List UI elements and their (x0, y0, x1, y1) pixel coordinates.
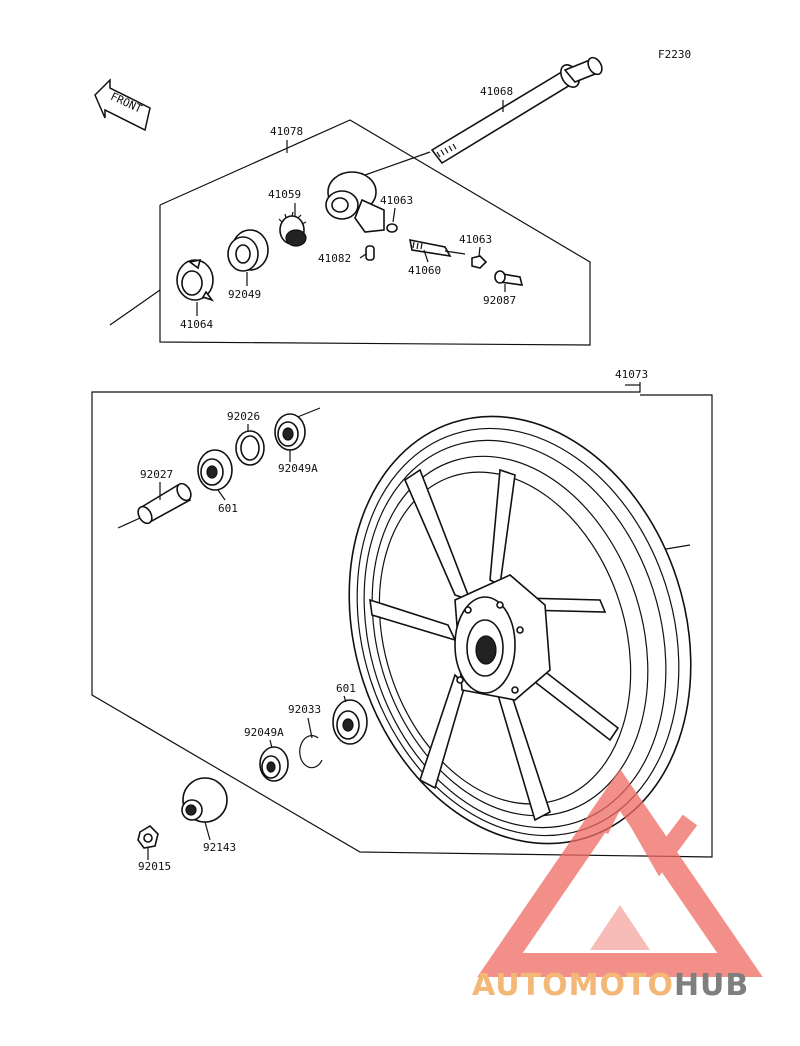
ring-92026 (235, 430, 265, 466)
label-41059: 41059 (268, 188, 301, 201)
washer-41063a (386, 223, 398, 233)
axle-part (430, 56, 603, 165)
bearing-601-bottom (332, 699, 368, 745)
drive-gear-41059 (278, 211, 307, 247)
label-601-bottom: 601 (336, 682, 356, 695)
seal-92049A-bottom (259, 746, 289, 782)
spacer-92027 (137, 482, 192, 525)
nut-92015 (137, 824, 159, 849)
label-41064: 41064 (180, 318, 213, 331)
automotohub-logo: AUTOMOTOHUB (472, 768, 763, 1003)
seal-92049A-top (274, 413, 306, 451)
label-92027: 92027 (140, 468, 173, 481)
label-41063-b: 41063 (459, 233, 492, 246)
wheel-hub (454, 574, 551, 701)
oil-seal-92049 (227, 229, 269, 272)
bearing-601-top (197, 449, 233, 491)
label-601-top: 601 (218, 502, 238, 515)
upper-group-frame (109, 119, 591, 346)
pin-41082 (365, 245, 375, 261)
label-41068: 41068 (480, 85, 513, 98)
lower-leader-lines (147, 424, 347, 860)
label-92026: 92026 (227, 410, 260, 423)
label-92033: 92033 (288, 703, 321, 716)
bushing-92087 (494, 270, 524, 286)
label-92143: 92143 (203, 841, 236, 854)
pinion-41060 (408, 238, 466, 258)
label-92049: 92049 (228, 288, 261, 301)
figure-code: F2230 (658, 48, 691, 61)
circlip-92033 (299, 735, 323, 769)
label-92015: 92015 (138, 860, 171, 873)
label-92049A-top: 92049A (278, 462, 318, 475)
label-41082: 41082 (318, 252, 351, 265)
logo-text-hub: HUB (674, 968, 749, 1003)
label-41060: 41060 (408, 264, 441, 277)
logo-text-automoto: AUTOMOTO (472, 968, 674, 1003)
label-41063-a: 41063 (380, 194, 413, 207)
washer-41063b (471, 255, 488, 269)
label-92049A-bottom: 92049A (244, 726, 284, 739)
label-41073: 41073 (615, 368, 648, 381)
label-92087: 92087 (483, 294, 516, 307)
front-arrow-icon: FRONT (94, 78, 151, 132)
label-41078: 41078 (270, 125, 303, 138)
cover-41064 (176, 258, 215, 302)
upper-leader-lines (196, 203, 506, 316)
collar-92143 (181, 777, 228, 823)
logo-text: AUTOMOTOHUB (472, 968, 749, 1003)
speedo-gear-housing (325, 151, 431, 233)
